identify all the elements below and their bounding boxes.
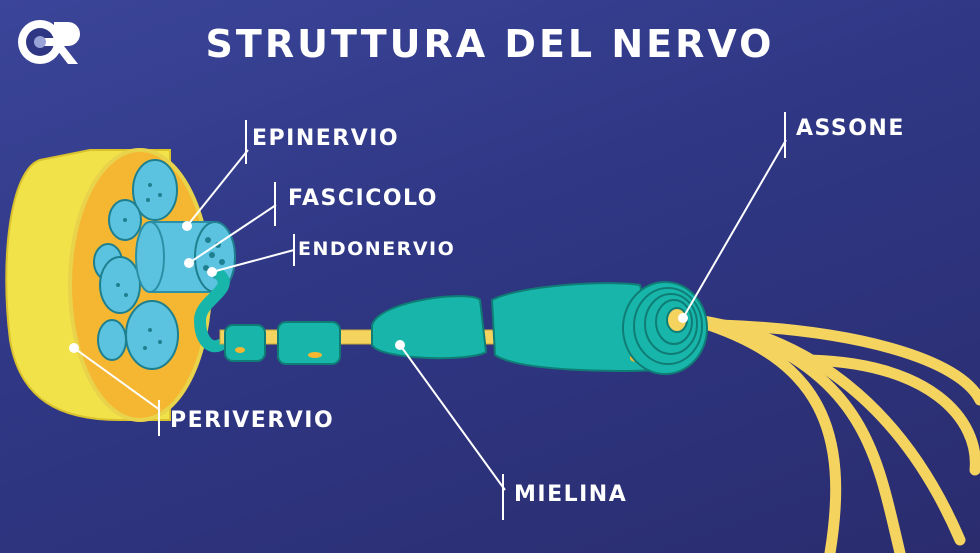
leader-lines [73,139,787,491]
label-endonervio: ENDONERVIO [298,238,456,260]
axon-fibers [674,312,980,553]
fascicle-cylinder [135,221,236,293]
gr-logo-icon [18,20,80,64]
mielina-tick [502,474,504,520]
label-epinervio: EPINERVIO [252,126,400,151]
label-assone: ASSONE [796,116,905,141]
endonervio-tick [293,234,295,266]
myelin-segments [224,282,662,372]
assone-tick [784,112,786,158]
fascicle-dots [116,183,162,350]
page-title: STRUTTURA DEL NERVO [205,22,775,66]
nerve-fiber-bend [193,269,230,353]
leader-dots [69,221,688,353]
epinervio-tick [245,120,247,164]
perivervio-tick [158,400,160,436]
fascicolo-tick [274,182,276,226]
label-perivervio: PERIVERVIO [170,408,335,433]
label-mielina: MIELINA [514,482,628,507]
myelin-roll-end [622,281,708,375]
label-fascicolo: FASCICOLO [288,186,438,211]
